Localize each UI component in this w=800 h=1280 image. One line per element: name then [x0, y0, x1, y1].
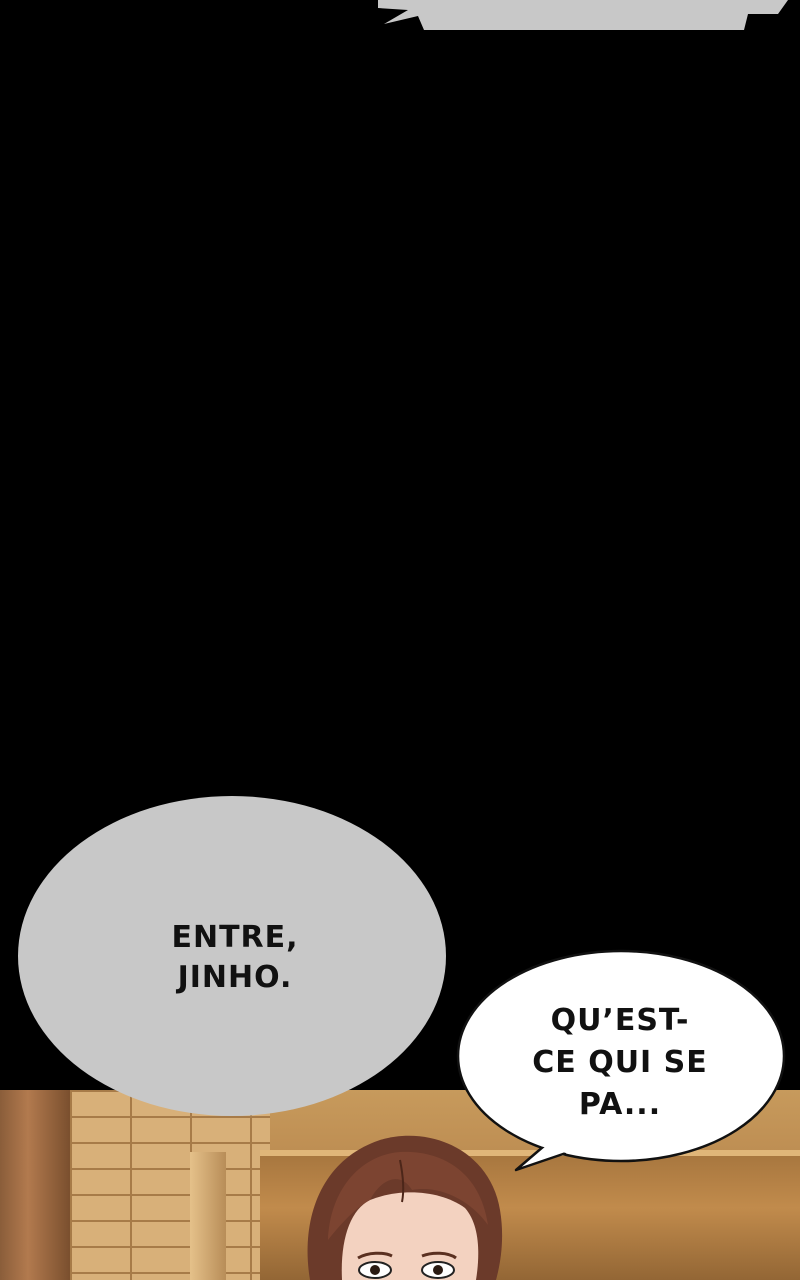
- top-narration-box: [378, 0, 788, 30]
- wall-shelf: [190, 1152, 226, 1280]
- speech-bubble-gray: [18, 796, 446, 1116]
- bubble-text-entre-jinho: ENTRE, JINHO.: [171, 920, 299, 995]
- door-frame: [0, 1090, 70, 1280]
- speech-bubble-white: [456, 949, 786, 1172]
- bubble-text-quest-ce-qui-se-pa: QU’EST- CE QUI SE PA...: [532, 1003, 708, 1122]
- character-jinho-head: [307, 1135, 503, 1280]
- brick-wall: [70, 1090, 270, 1280]
